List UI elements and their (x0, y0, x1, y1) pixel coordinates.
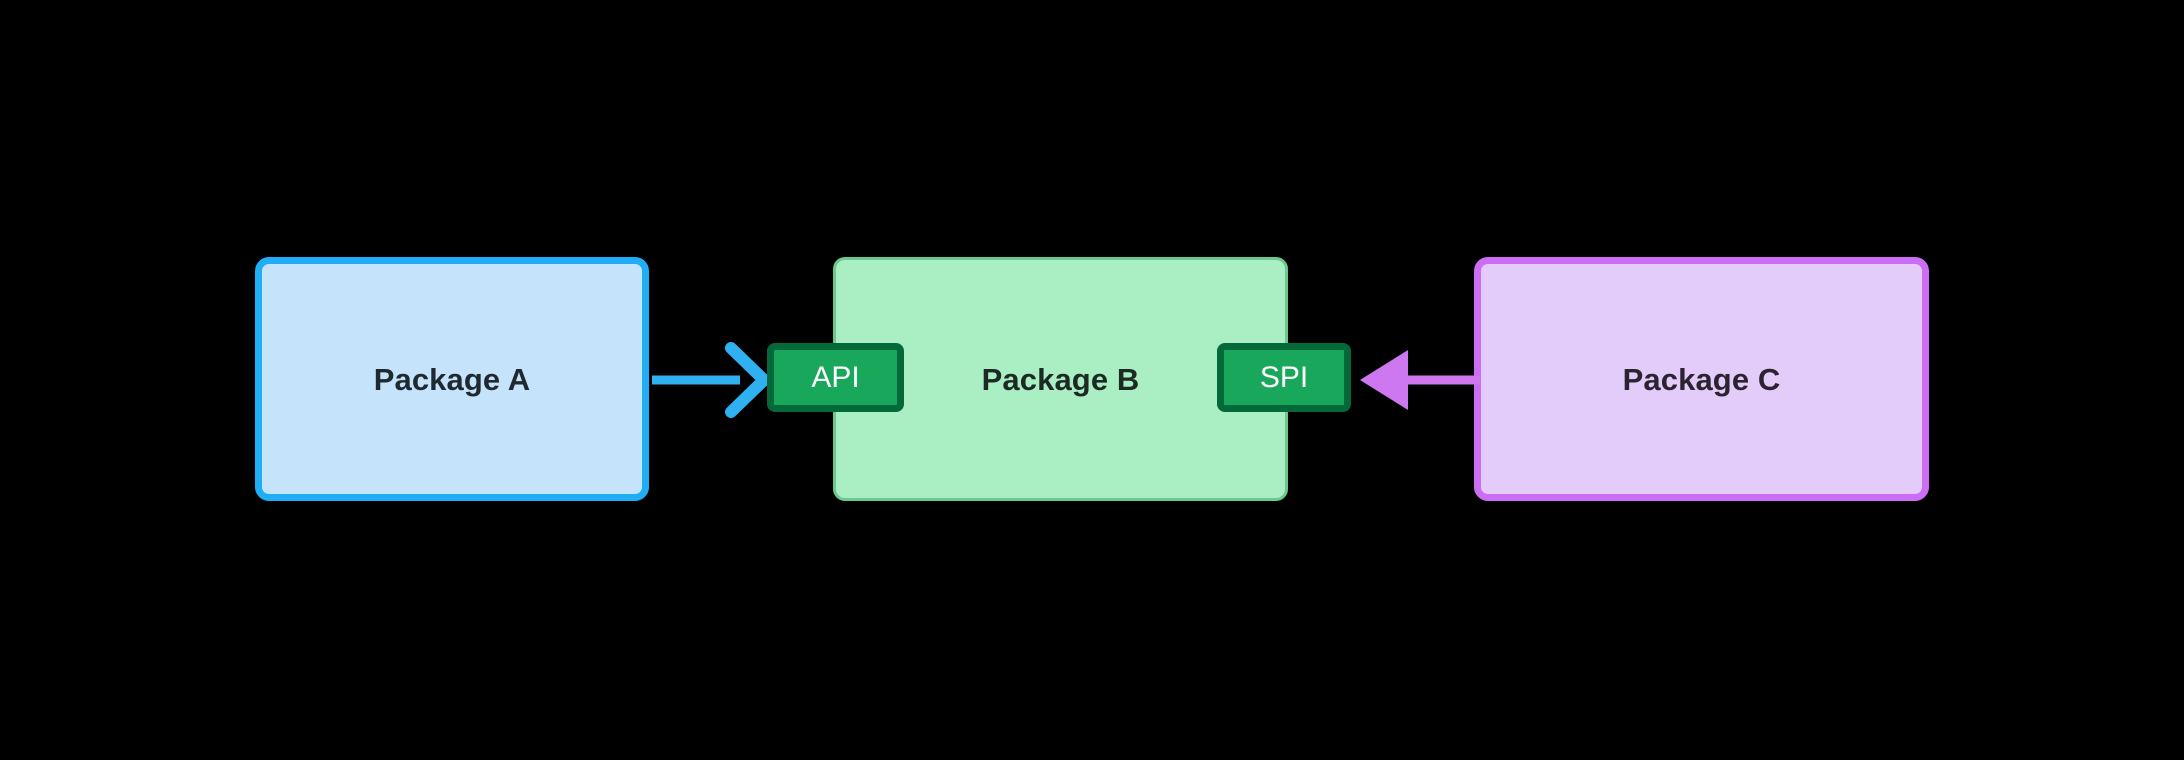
spi-interface-label: SPI (1259, 360, 1309, 394)
package-c-box[interactable]: Package C (1474, 257, 1929, 501)
connector-package-a-to-api[interactable] (648, 330, 778, 430)
package-c-label: Package C (1622, 361, 1781, 397)
package-a-label: Package A (373, 361, 531, 397)
api-interface-box[interactable]: API (767, 343, 904, 412)
package-b-label: Package B (981, 361, 1140, 397)
spi-interface-box[interactable]: SPI (1217, 343, 1351, 412)
arrowhead-chevron-right-icon (725, 342, 773, 418)
arrowhead-triangle-left-icon (1360, 350, 1408, 410)
api-interface-label: API (811, 360, 860, 394)
package-b-box[interactable]: Package B (833, 257, 1288, 501)
connector-package-c-to-spi[interactable] (1348, 330, 1483, 430)
package-a-box[interactable]: Package A (255, 257, 649, 501)
